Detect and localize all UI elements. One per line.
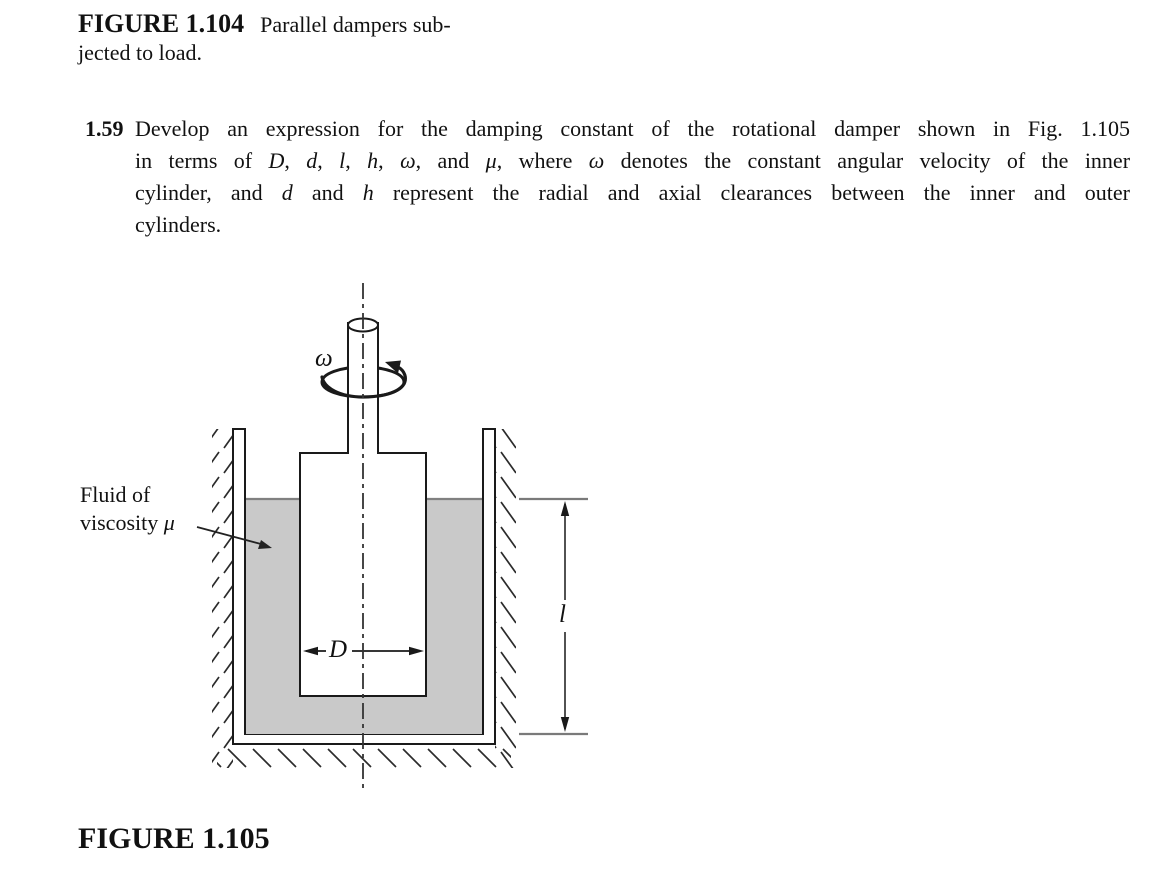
fluid-label-line1: Fluid of xyxy=(80,482,151,507)
figure-1-104-caption-line2: jected to load. xyxy=(78,40,203,65)
length-arrowhead-down-icon xyxy=(560,717,570,732)
fluid-label-leader-line xyxy=(196,526,262,545)
diameter-arrowhead-left-icon xyxy=(303,646,318,656)
fluid-label: Fluid of viscosity μ xyxy=(80,481,175,537)
figure-1-104-caption-line1: FIGURE 1.104 Parallel dampers sub- xyxy=(78,10,451,39)
problem-statement-line2: in terms of D, d, l, h, ω, and μ, where … xyxy=(135,148,1131,173)
figure-1-104-caption-title: FIGURE 1.104 xyxy=(78,9,245,38)
fluid-label-line2: viscosity μ xyxy=(80,510,175,535)
angular-velocity-label: ω xyxy=(315,345,333,372)
figure-1-104-caption: FIGURE 1.104 Parallel dampers sub- jected… xyxy=(78,10,451,67)
diameter-arrowhead-right-icon xyxy=(409,646,424,656)
figure-1-104-caption-text: Parallel dampers sub- xyxy=(260,12,451,37)
rotation-arrowhead-icon xyxy=(385,360,401,374)
length-arrowhead-up-icon xyxy=(560,501,570,516)
length-dimension xyxy=(519,497,588,736)
hatching-bottom xyxy=(217,746,511,770)
wall-hatching xyxy=(212,429,516,770)
problem-statement: Develop an expression for the damping co… xyxy=(135,113,1130,241)
rotation-arrow-front xyxy=(320,365,407,399)
fluid-label-arrowhead-icon xyxy=(258,540,272,549)
fluid-label-arrow xyxy=(196,526,272,549)
figure-1-105-caption: FIGURE 1.105 xyxy=(78,822,270,855)
problem-statement-line4: cylinders. xyxy=(135,212,222,237)
problem-statement-line1: Develop an expression for the damping co… xyxy=(135,116,1130,141)
problem-statement-line3: cylinder, and d and h represent the radi… xyxy=(135,180,1131,205)
length-dimension-label: l xyxy=(559,601,566,628)
hatching-right xyxy=(495,429,516,768)
rotation-arrow xyxy=(320,360,407,399)
hatching-left xyxy=(212,429,233,768)
problem-number: 1.59 xyxy=(85,116,124,141)
diameter-dimension-label: D xyxy=(329,636,348,663)
